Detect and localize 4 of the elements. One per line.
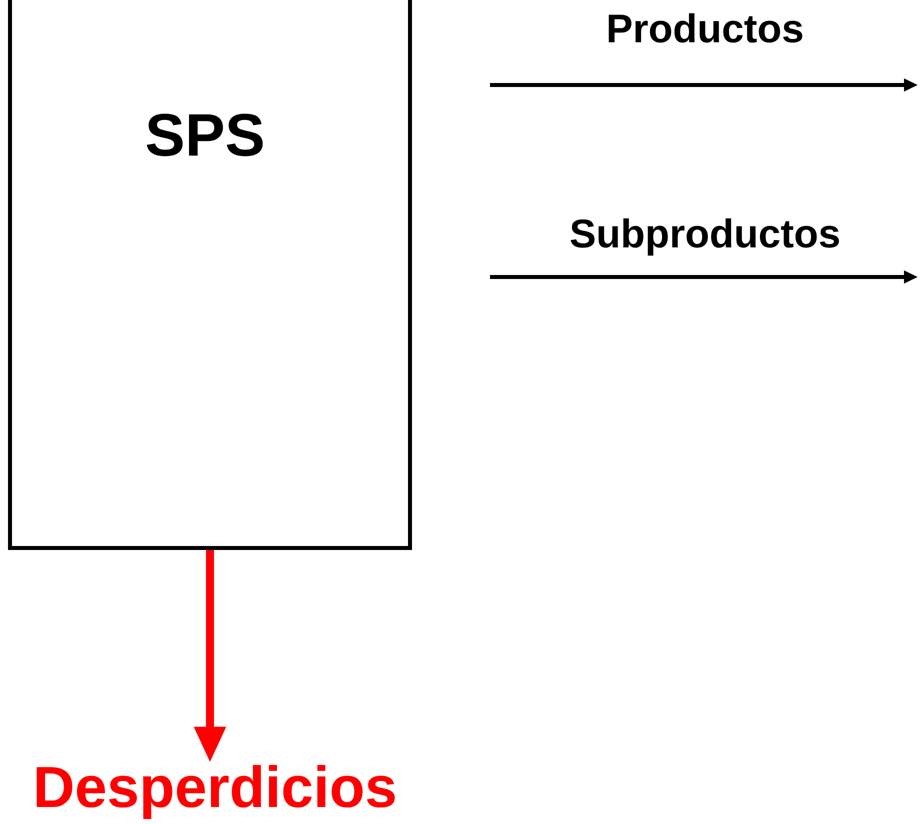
process-box: SPS xyxy=(8,0,412,550)
arrow-label: Productos xyxy=(608,13,802,43)
output-label: Desperdicios xyxy=(36,764,395,820)
arrow-label: Subproductos xyxy=(570,218,839,256)
